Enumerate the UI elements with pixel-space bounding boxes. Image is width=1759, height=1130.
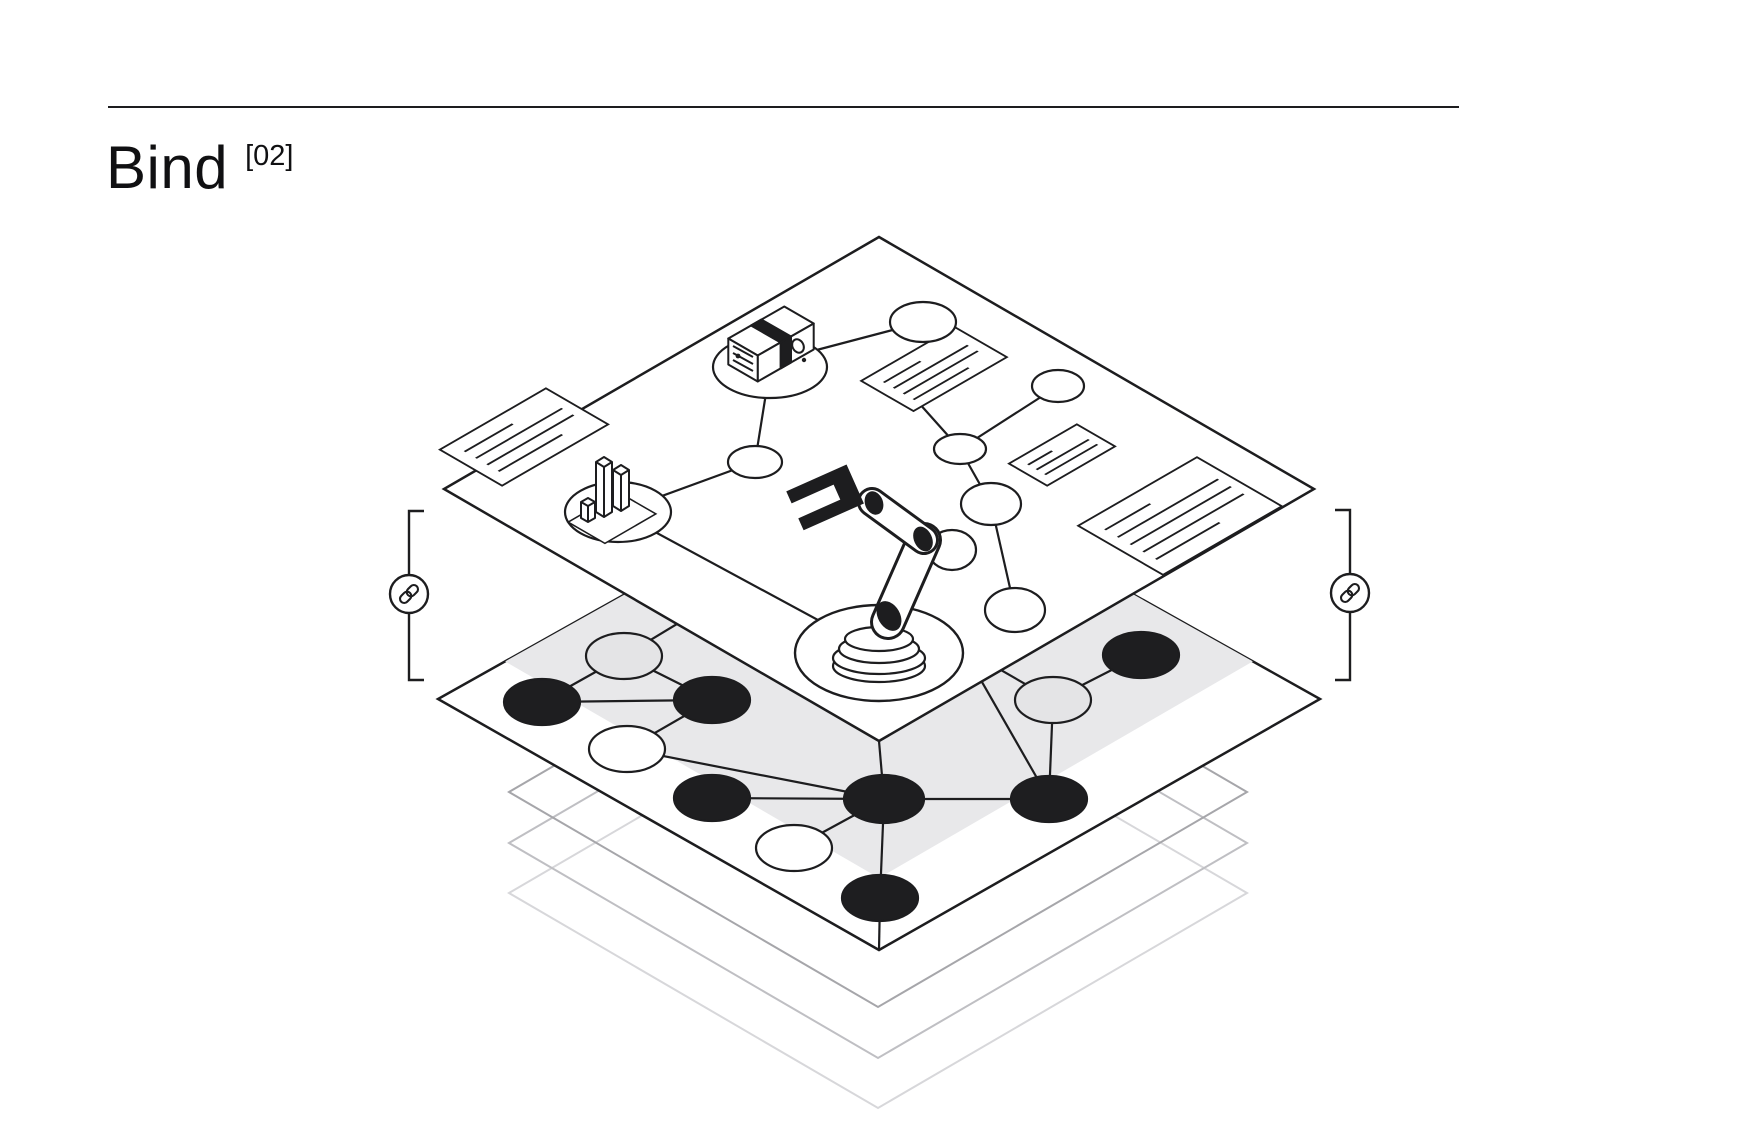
network-node-shaded <box>584 631 664 681</box>
network-node-light <box>754 823 834 873</box>
content-node <box>1030 368 1086 404</box>
content-node <box>726 444 784 480</box>
document-icon <box>1076 456 1284 576</box>
robot-gripper <box>786 464 864 531</box>
page-title: Bind <box>106 134 229 201</box>
network-node-dark <box>1009 774 1089 824</box>
documents <box>438 325 1284 576</box>
content-node <box>932 432 988 466</box>
link-icon <box>388 573 430 615</box>
network-node-dark <box>502 677 582 727</box>
bar-chart-icon <box>563 456 673 545</box>
document-icon <box>1007 423 1117 487</box>
network-node-light <box>587 724 667 774</box>
document-icon <box>438 387 610 487</box>
content-node <box>983 586 1047 634</box>
content-nodes <box>726 300 1086 634</box>
ghost-layer-3 <box>507 676 1249 1110</box>
network-node-dark <box>1101 630 1181 680</box>
money-stack-icon <box>711 305 829 400</box>
network-node-hub <box>842 773 926 825</box>
document-icon <box>859 325 1009 413</box>
robot-arm-icon <box>786 464 965 703</box>
content-node <box>959 481 1023 527</box>
bind-brackets <box>388 508 1371 682</box>
network-node-dark <box>672 675 752 725</box>
header-divider <box>108 106 1459 108</box>
network-node-dark <box>672 773 752 823</box>
section-header: Bind [02] <box>106 138 293 198</box>
content-node <box>888 300 958 344</box>
network-node-dark <box>840 873 920 923</box>
content-layer <box>438 235 1317 743</box>
network-nodes <box>502 630 1181 923</box>
network-node-shaded <box>1013 675 1093 725</box>
link-icon <box>1329 572 1371 614</box>
section-index: [02] <box>245 140 294 172</box>
